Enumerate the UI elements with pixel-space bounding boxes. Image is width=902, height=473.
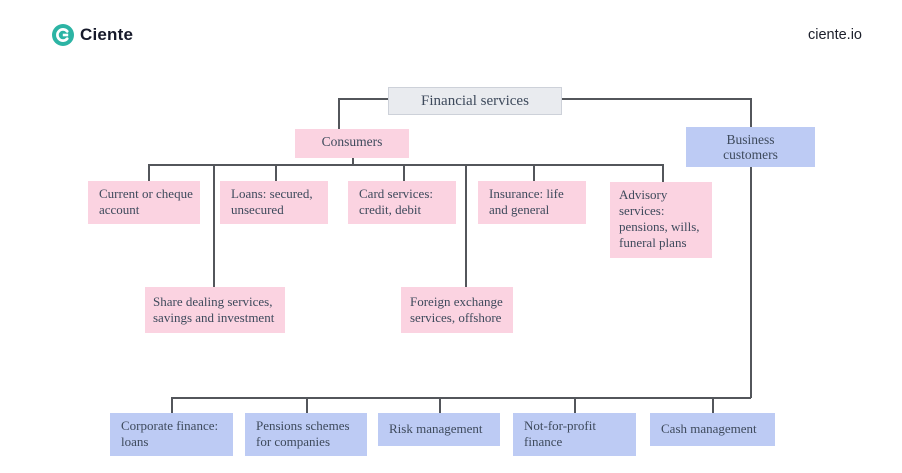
connector-line [338,98,340,129]
connector-line [439,397,441,413]
node-cash-management: Cash management [650,413,780,451]
node-not-for-profit-finance: Not-for-profit finance [513,413,641,461]
connector-line [465,164,467,287]
connector-line [562,98,750,100]
website-label: ciente.io [807,27,862,43]
page-header: Ciente ciente.io [0,0,902,60]
connector-line [148,164,150,181]
connector-line [750,165,752,398]
connector-line [712,397,714,413]
connector-line [148,164,664,166]
connector-line [662,164,664,182]
node-card-services: Card services: credit, debit [348,181,461,229]
connector-line [403,164,405,181]
node-advisory-services: Advisory services: pensions, wills, fune… [610,182,717,263]
connector-line [171,397,173,413]
node-financial-services: Financial services [388,87,565,118]
brand-logo: Ciente [52,24,133,46]
brand-name: Ciente [80,25,134,44]
connector-line [574,397,576,413]
connector-line [171,397,751,399]
connector-line [338,98,388,100]
connector-line [750,98,752,127]
node-pensions-schemes: Pensions schemes for companies [245,413,372,461]
node-foreign-exchange: Foreign exchange services, offshore [401,287,518,338]
ciente-logo-icon [52,24,74,46]
node-insurance: Insurance: life and general [478,181,591,229]
connector-line [306,397,308,413]
connector-line [533,164,535,181]
node-business-customers: Business customers [686,127,820,172]
node-current-or-cheque-account: Current or cheque account [88,181,205,229]
node-loans: Loans: secured, unsecured [220,181,333,229]
node-risk-management: Risk management [378,413,505,451]
connector-line [275,164,277,181]
connector-line [352,157,354,165]
node-corporate-finance: Corporate finance: loans [110,413,238,461]
connector-line [213,164,215,287]
node-consumers: Consumers [295,129,414,163]
node-share-dealing: Share dealing services, savings and inve… [145,287,290,338]
